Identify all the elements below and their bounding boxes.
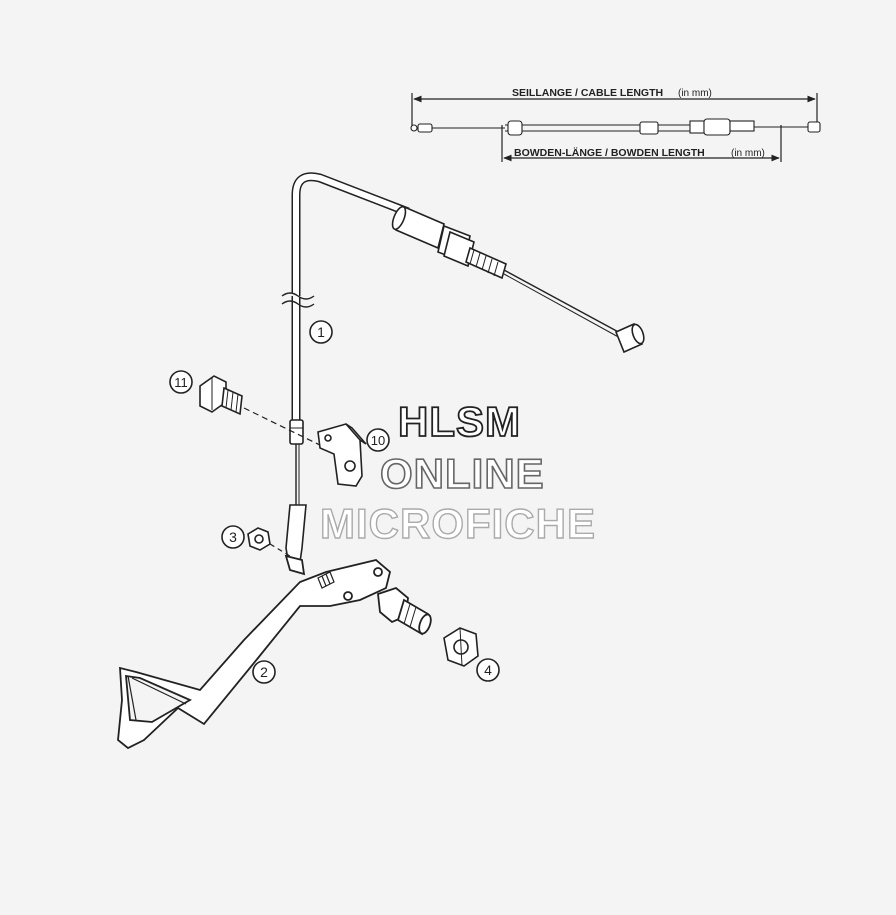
callout-circle (366, 428, 390, 452)
callout-label: 3 (229, 529, 237, 545)
callout-circle (476, 658, 500, 682)
watermark-line-2: ONLINE (379, 449, 545, 498)
part-3-nut (247, 527, 301, 563)
watermark-line-1: HLSM (397, 397, 521, 446)
part-10-bracket (317, 423, 367, 487)
bowden-length-label: BOWDEN-LÄNGE / BOWDEN LENGTH (514, 146, 705, 159)
callout-10: 10 (366, 428, 390, 452)
part-2-pedal (117, 554, 432, 750)
callout-3: 3 (221, 525, 245, 549)
cable-length-label: SEILLANGE / CABLE LENGTH (512, 87, 663, 99)
callouts: 1 2 3 4 10 11 (169, 320, 500, 684)
inset-cable (410, 118, 821, 136)
callout-label: 2 (260, 664, 268, 680)
cable-length-unit: (in mm) (678, 88, 712, 99)
callout-1: 1 (309, 320, 333, 344)
callout-circle (221, 525, 245, 549)
dimension-inset (410, 93, 821, 162)
callout-11: 11 (169, 370, 193, 394)
part-4-collar-nut (443, 627, 479, 667)
callout-circle (309, 320, 333, 344)
bowden-length-unit: (in mm) (731, 148, 765, 159)
callout-circle (169, 370, 193, 394)
part-1-cable (281, 172, 645, 563)
callout-label: 4 (484, 662, 492, 678)
callout-label: 1 (317, 324, 325, 340)
watermark-line-3: MICROFICHE (319, 499, 596, 547)
callout-4: 4 (476, 658, 500, 682)
part-11-bolt (199, 375, 327, 449)
callout-label: 10 (371, 433, 385, 448)
callout-2: 2 (252, 660, 276, 684)
callout-label: 11 (174, 375, 188, 390)
callout-circle (252, 660, 276, 684)
